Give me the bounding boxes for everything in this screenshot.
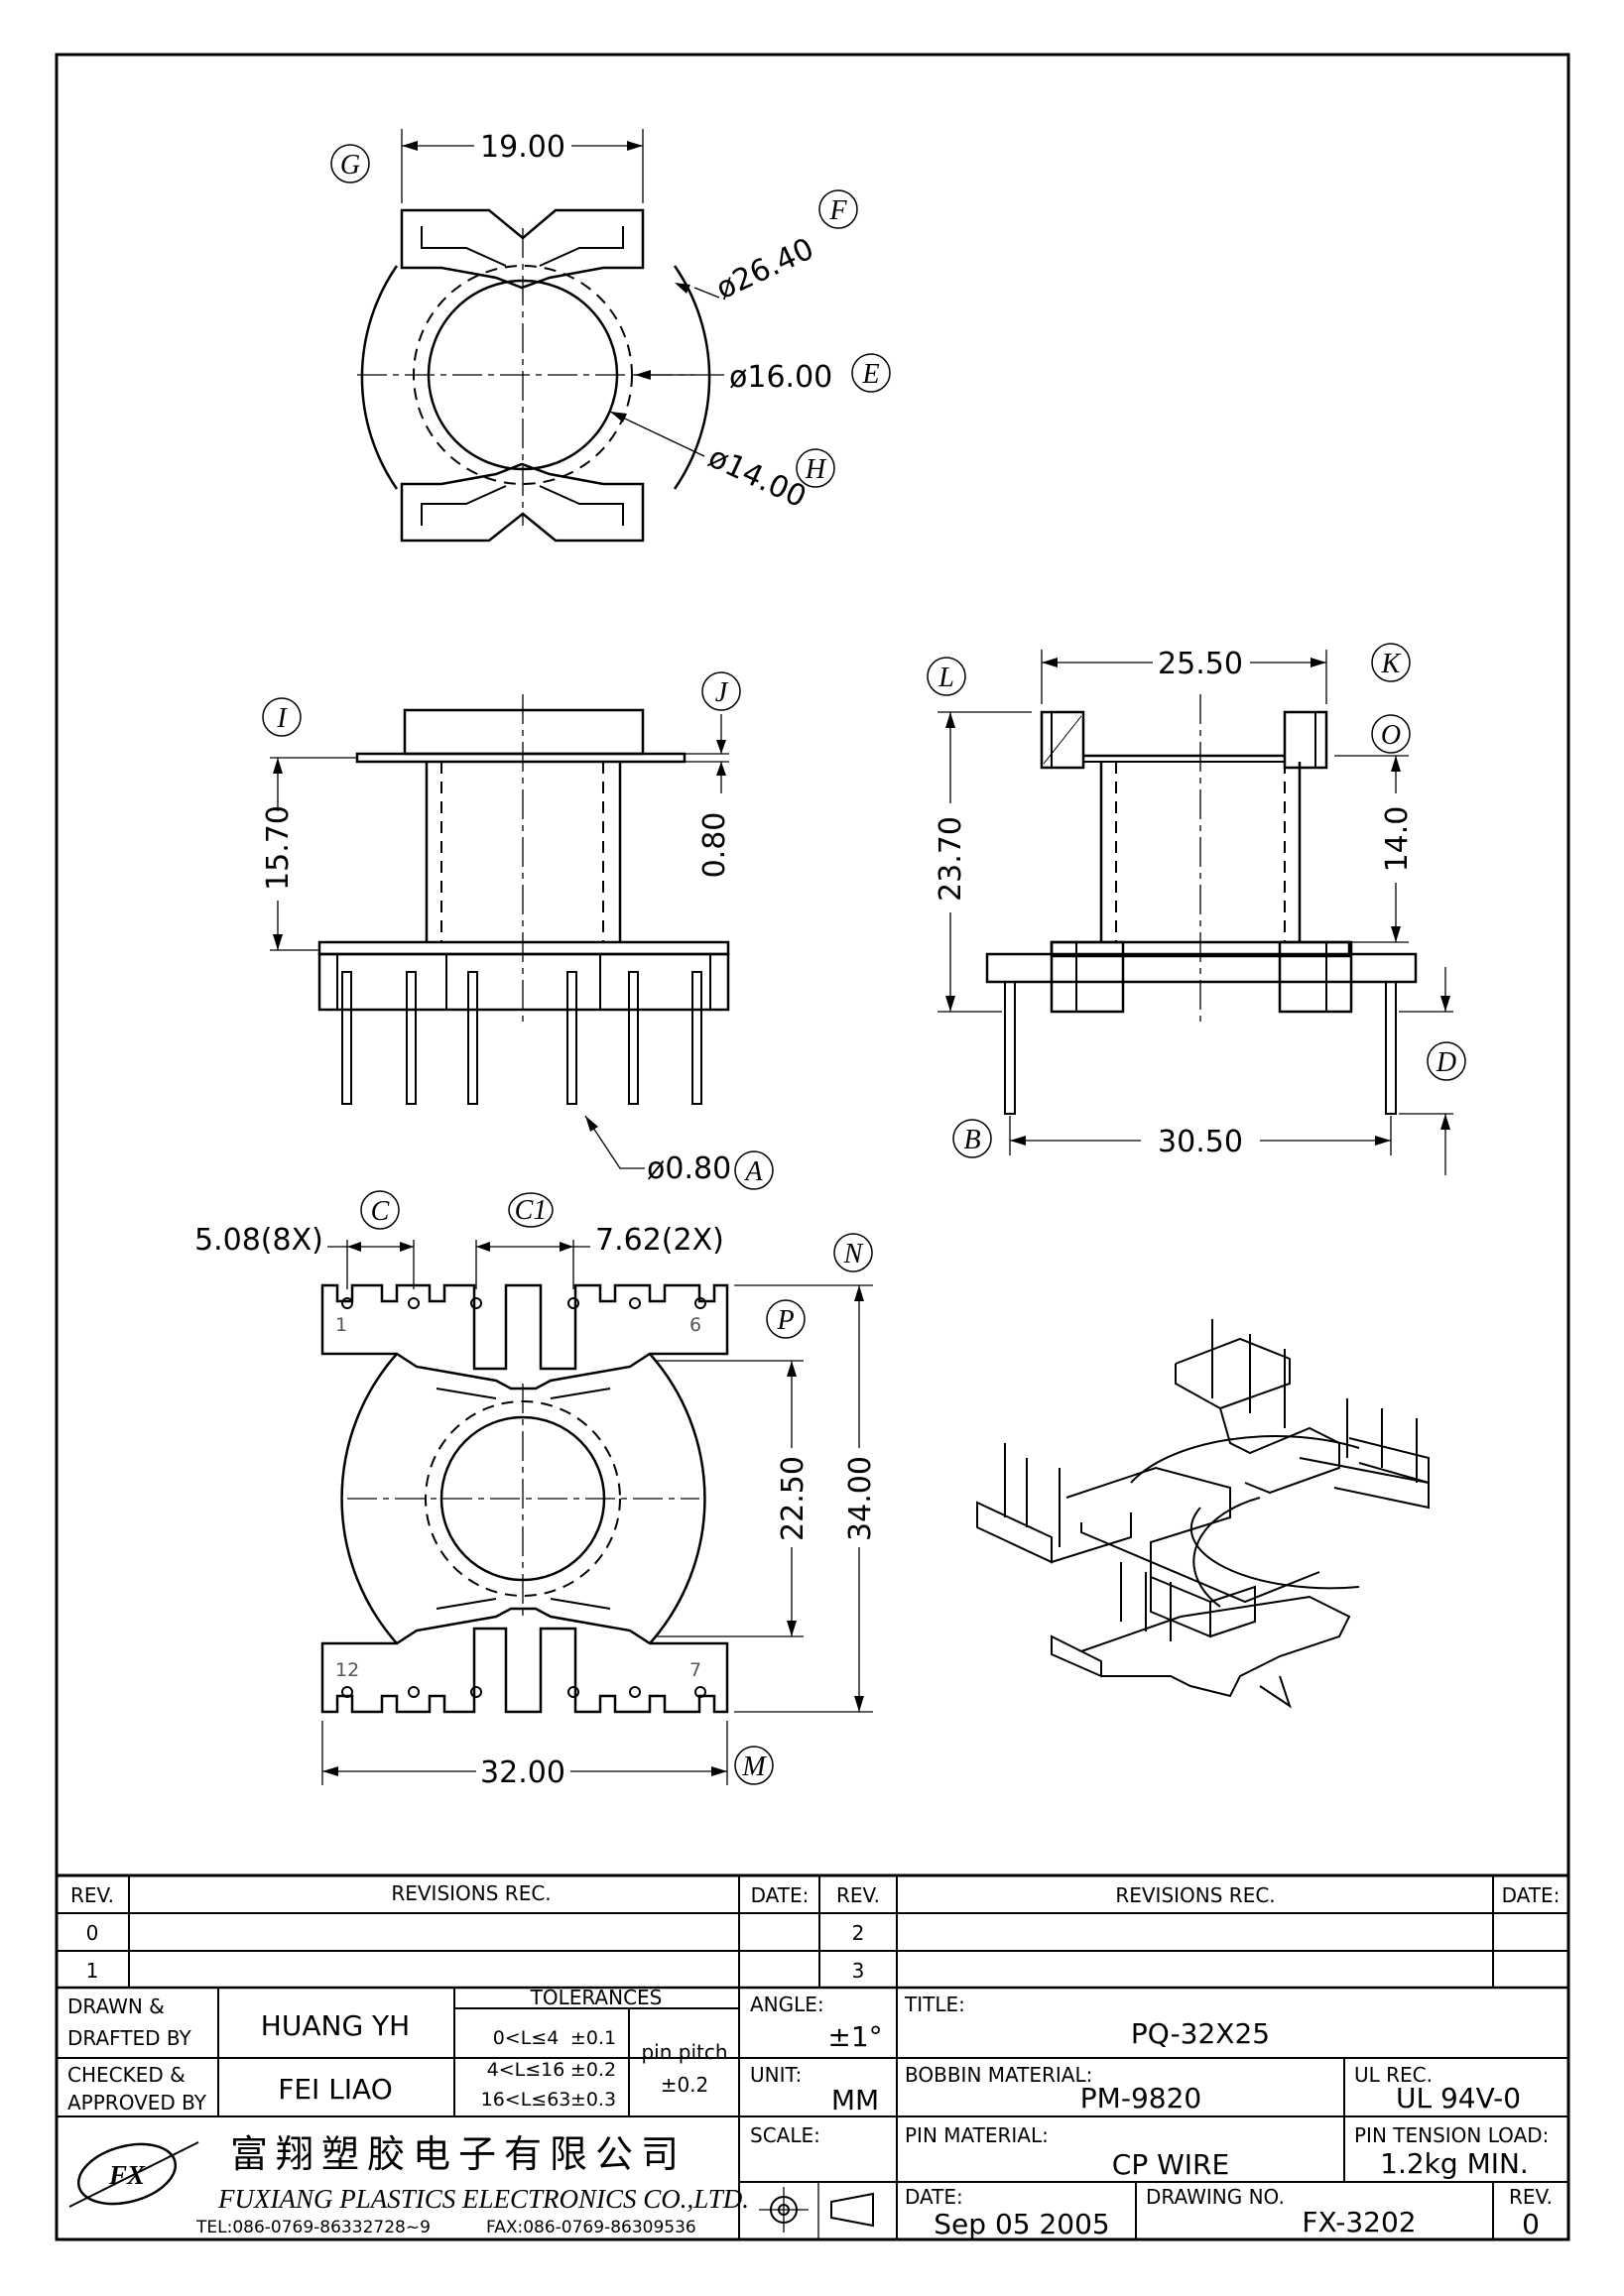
- date-header-left: DATE:: [751, 1883, 810, 1907]
- scale-label: SCALE:: [750, 2123, 820, 2147]
- dim-pitch2: 7.62(2X): [595, 1223, 724, 1258]
- pin-number-1: 1: [335, 1314, 347, 1336]
- rev-row-0: 0: [86, 1921, 99, 1945]
- tol-value-2: ±0.2: [570, 2059, 616, 2081]
- checked-by-value: FEI LIAO: [278, 2073, 393, 2106]
- dim-base-width: 32.00: [480, 1755, 565, 1790]
- drawn-label-2: DRAFTED BY: [67, 2026, 192, 2050]
- rev-label: REV.: [1509, 2185, 1553, 2209]
- dim-top-width: 19.00: [480, 130, 565, 165]
- pin-number-6: 6: [689, 1314, 701, 1336]
- label-c1: C1: [515, 1195, 548, 1226]
- date-label: DATE:: [905, 2185, 963, 2209]
- label-n: N: [843, 1239, 864, 1269]
- top-view: [357, 129, 724, 543]
- tolerances-title: TOLERANCES: [530, 1986, 663, 2009]
- revisions-header-left: REVISIONS REC.: [391, 1881, 551, 1905]
- label-j: J: [715, 677, 729, 708]
- dim-body-height: 14.0: [1380, 806, 1415, 873]
- rev-row-2: 2: [852, 1921, 865, 1945]
- rev-value: 0: [1522, 2208, 1540, 2240]
- date-header-right: DATE:: [1502, 1883, 1561, 1907]
- unit-value: MM: [831, 2084, 879, 2116]
- drawn-by-value: HUANG YH: [261, 2009, 410, 2042]
- label-p: P: [776, 1305, 794, 1336]
- company-name-cn: 富翔塑胶电子有限公司: [230, 2132, 687, 2176]
- drawing-no-label: DRAWING NO.: [1146, 2185, 1285, 2209]
- label-i: I: [276, 703, 288, 734]
- pin-pitch-value: ±0.2: [661, 2073, 709, 2097]
- bottom-view: [320, 1240, 873, 1785]
- pin-pitch-label: pin pitch: [641, 2040, 727, 2064]
- drawn-label-1: DRAWN &: [67, 1994, 165, 2018]
- label-e: E: [861, 359, 879, 390]
- dim-outer-dia: ø26.40: [711, 231, 819, 306]
- rev-row-3: 3: [852, 1959, 865, 1983]
- dim-pitch: 5.08(8X): [194, 1223, 323, 1258]
- dim-bottom-inner: 22.50: [776, 1456, 811, 1541]
- label-a: A: [743, 1156, 763, 1187]
- sheet-border: [55, 53, 1570, 2241]
- rev-header-right: REV.: [836, 1883, 880, 1907]
- company-name-en: FUXIANG PLASTICS ELECTRONICS CO.,LTD.: [217, 2184, 749, 2214]
- company-logo: FX: [108, 2160, 146, 2190]
- company-tel: TEL:086-0769-86332728~9: [195, 2218, 431, 2237]
- isometric-view: [976, 1319, 1430, 1709]
- pin-material-value: CP WIRE: [1112, 2148, 1229, 2181]
- tol-value-1: ±0.1: [570, 2027, 616, 2049]
- tol-range-1: 0<L≤4: [493, 2027, 560, 2049]
- rev-row-1: 1: [86, 1959, 99, 1983]
- title-value: PQ-32X25: [1131, 2017, 1270, 2050]
- revisions-header-right: REVISIONS REC.: [1115, 1883, 1275, 1907]
- bobbin-material-value: PM-9820: [1080, 2082, 1201, 2115]
- angle-label: ANGLE:: [750, 1993, 824, 2016]
- pin-number-12: 12: [335, 1659, 359, 1681]
- tol-range-3: 16<L≤63: [481, 2089, 571, 2111]
- checked-label-1: CHECKED &: [67, 2063, 186, 2087]
- ul-rec-value: UL 94V-0: [1396, 2082, 1521, 2115]
- title-block: [57, 1873, 1568, 2239]
- company-fax: FAX:086-0769-86309536: [486, 2218, 696, 2237]
- pin-tension-label: PIN TENSION LOAD:: [1354, 2123, 1549, 2147]
- rev-header-left: REV.: [70, 1883, 114, 1907]
- dim-front-height: 15.70: [261, 805, 296, 891]
- label-f: F: [828, 195, 847, 226]
- date-value: Sep 05 2005: [934, 2208, 1109, 2240]
- label-o: O: [1381, 720, 1401, 751]
- pin-number-7: 7: [689, 1659, 701, 1681]
- dim-total-height: 23.70: [934, 816, 968, 902]
- dim-flange: 0.80: [697, 812, 732, 879]
- dim-bottom-total: 34.00: [843, 1456, 878, 1541]
- label-g: G: [340, 150, 360, 181]
- unit-label: UNIT:: [750, 2063, 802, 2087]
- label-m: M: [741, 1752, 767, 1782]
- bobbin-material-label: BOBBIN MATERIAL:: [905, 2063, 1092, 2087]
- pin-material-label: PIN MATERIAL:: [905, 2123, 1049, 2147]
- angle-value: ±1°: [827, 2020, 882, 2053]
- dim-hole-dia: ø14.00: [703, 440, 812, 516]
- front-view: [270, 694, 730, 1169]
- label-k: K: [1381, 649, 1402, 679]
- dim-flange-width: 25.50: [1158, 647, 1243, 681]
- dim-inner-dia: ø16.00: [729, 360, 832, 395]
- label-c: C: [371, 1196, 390, 1227]
- title-label: TITLE:: [904, 1993, 965, 2016]
- side-view: [937, 650, 1453, 1175]
- dim-pin-dia: ø0.80: [647, 1151, 731, 1186]
- label-l: L: [937, 663, 954, 693]
- checked-label-2: APPROVED BY: [67, 2091, 207, 2115]
- pin-tension-value: 1.2kg MIN.: [1380, 2147, 1529, 2180]
- label-d: D: [1436, 1047, 1456, 1078]
- label-b: B: [963, 1125, 980, 1155]
- drawing-no-value: FX-3202: [1302, 2206, 1416, 2238]
- ul-rec-label: UL REC.: [1354, 2063, 1433, 2087]
- dim-pin-span: 30.50: [1158, 1125, 1243, 1159]
- tol-range-2: 4<L≤16: [487, 2059, 565, 2081]
- label-h: H: [805, 454, 827, 485]
- tol-value-3: ±0.3: [570, 2089, 616, 2111]
